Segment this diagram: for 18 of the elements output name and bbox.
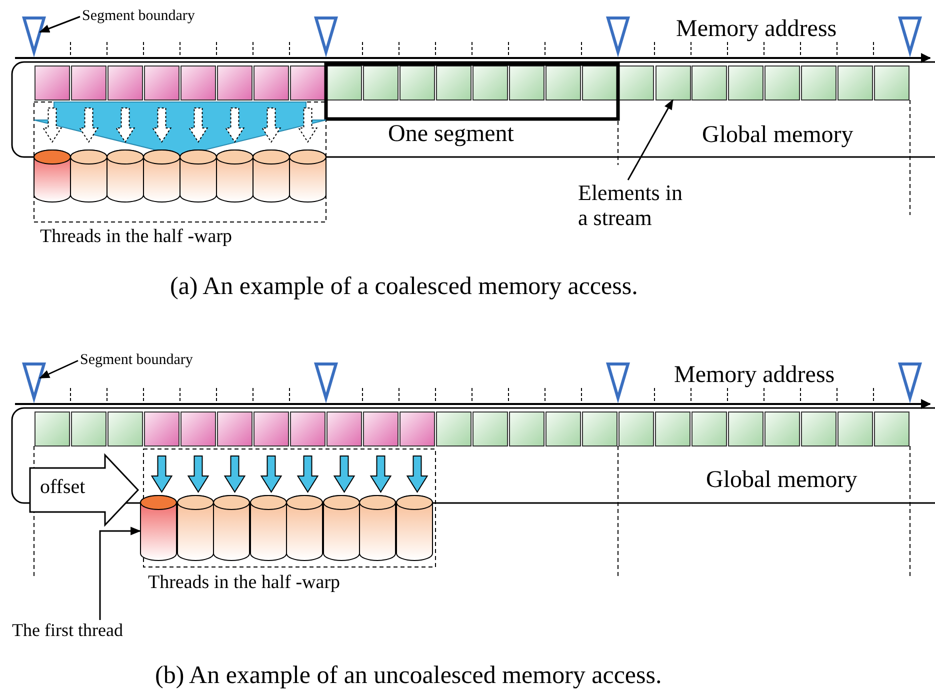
group-label: Threads in the half -warp [40,226,232,248]
leader-line [39,16,80,33]
group-label: Threads in the half -warp [148,572,340,594]
arrow-label: offset [40,476,86,499]
callout-text: Segment boundary [80,352,193,370]
callout-text: Elements in a stream [578,180,690,231]
segment-label: One segment [388,121,514,149]
leader-line [627,99,674,180]
memory-label: Global memory [702,122,854,150]
memory-label: Global memory [706,467,858,495]
figure-caption: (a) An example of a coalesced memory access. [170,273,638,302]
axis-label: Memory address [676,16,837,44]
leader-line [39,360,78,379]
callout-text: The first thread [12,620,123,641]
callout-text: Segment boundary [82,8,195,26]
leader-line [99,526,142,620]
axis-label: Memory address [674,362,835,390]
figure-caption: (b) An example of an uncoalesced memory access. [155,662,662,691]
